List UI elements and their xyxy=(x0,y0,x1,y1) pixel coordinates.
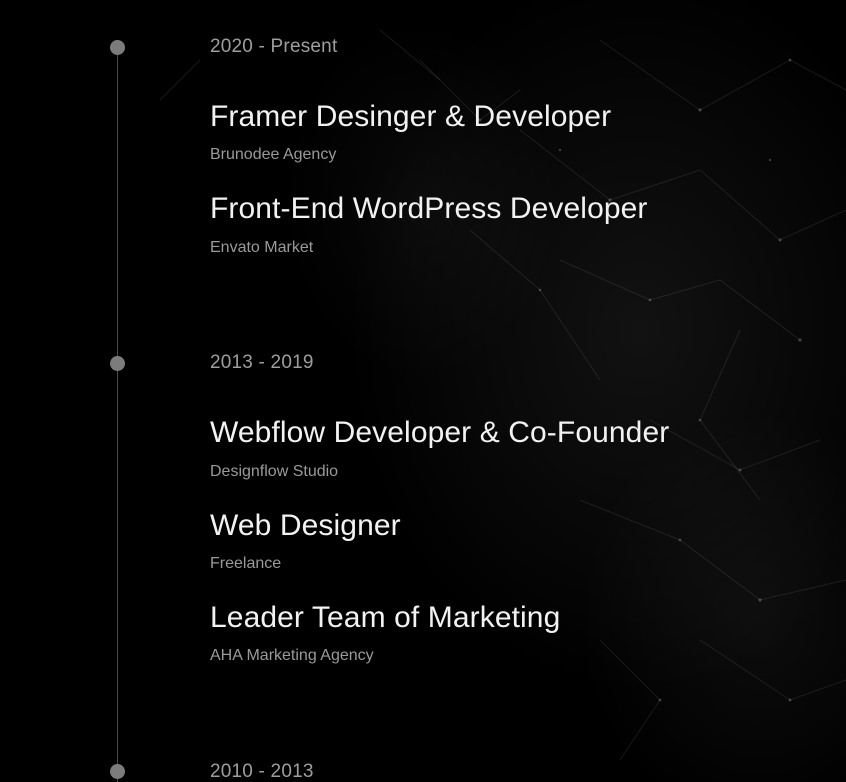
period-label: 2020 - Present xyxy=(210,36,338,57)
timeline-dot xyxy=(110,356,125,371)
company-name: AHA Marketing Agency xyxy=(210,647,374,664)
job-title: Web Designer xyxy=(210,509,401,542)
period-label: 2010 - 2013 xyxy=(210,761,314,782)
job-title: Front-End WordPress Developer xyxy=(210,192,648,225)
job-title: Leader Team of Marketing xyxy=(210,601,561,634)
timeline-dot xyxy=(110,764,125,779)
job-title: Webflow Developer & Co-Founder xyxy=(210,416,670,449)
timeline-line xyxy=(117,47,118,782)
period-label: 2013 - 2019 xyxy=(210,352,314,373)
company-name: Envato Market xyxy=(210,239,314,256)
company-name: Designflow Studio xyxy=(210,463,339,480)
company-name: Brunodee Agency xyxy=(210,146,337,163)
job-title: Framer Desinger & Developer xyxy=(210,100,612,133)
timeline-dot xyxy=(110,40,125,55)
company-name: Freelance xyxy=(210,555,282,572)
